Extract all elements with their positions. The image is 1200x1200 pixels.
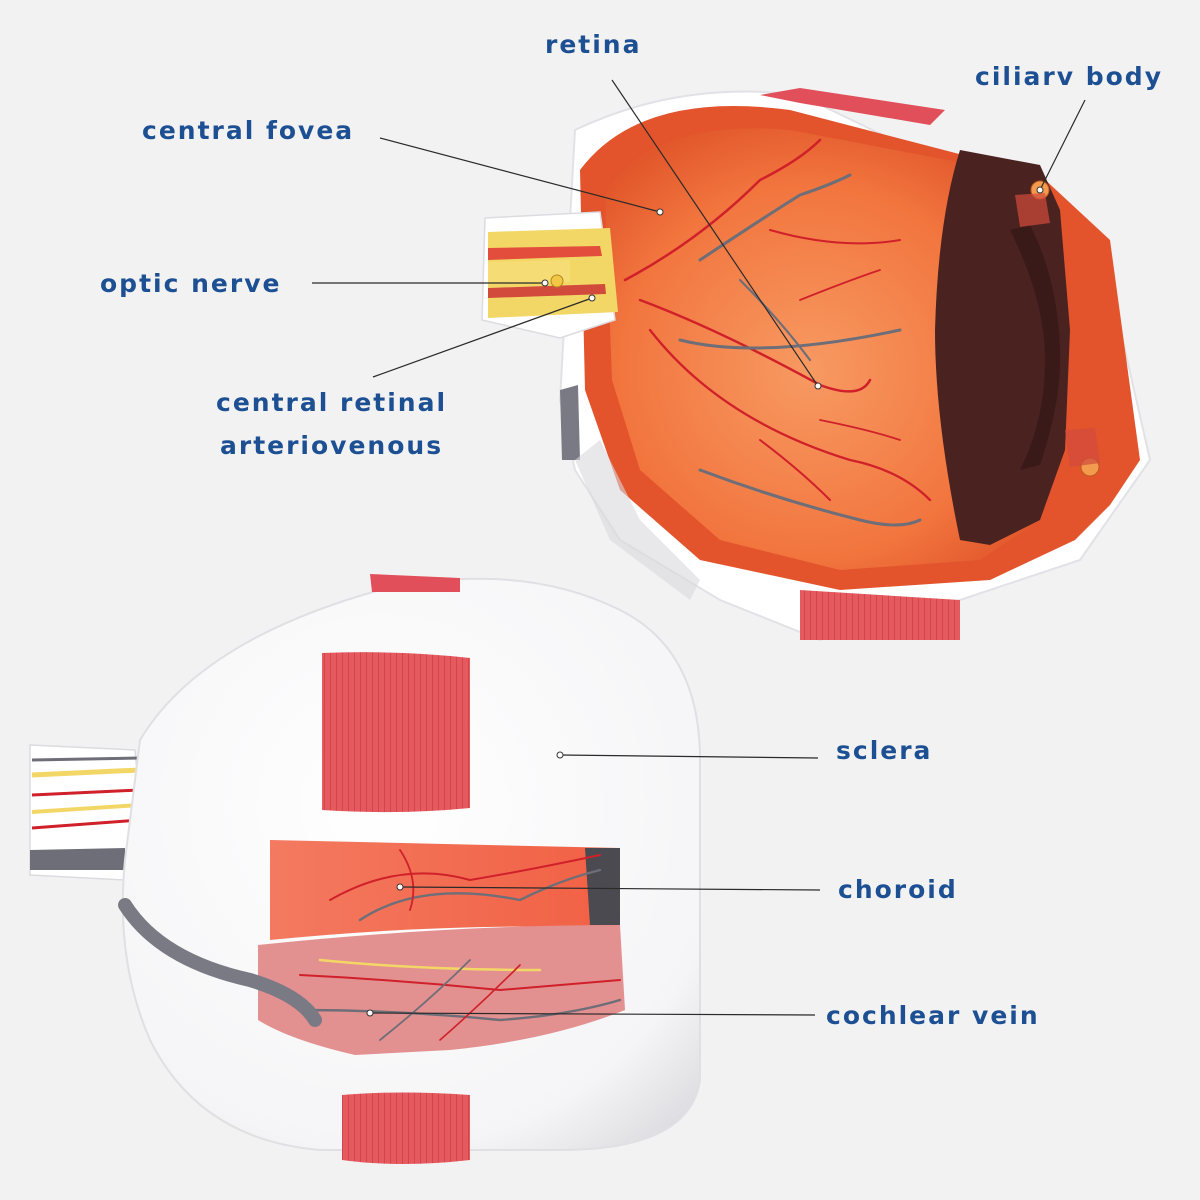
central-retinal-label: central retinal [216,388,448,417]
retina-label: retina [545,30,642,59]
ciliary-body-leader [1039,99,1086,191]
ciliary-body-label: ciliarv body [975,62,1163,91]
choroid-label: choroid [838,875,958,904]
cochlear-window [258,925,625,1055]
central-retinal-leader [372,297,593,378]
sclera-leader [559,754,819,759]
ciliary-body-pointer [1036,186,1044,194]
central-retinal-pointer [588,294,596,302]
sclera-label: sclera [836,736,933,765]
cochlear-vein-label: cochlear vein [826,1001,1040,1030]
sectioned-eye [481,88,1152,642]
arteriovenous-label: arteriovenous [220,431,444,460]
whole-eyeball [29,574,701,1164]
lower-muscle [342,1092,470,1164]
central-fovea-pointer [656,208,664,216]
retinal-vessels [623,138,932,527]
upper-muscle [322,652,470,813]
optic-nerve-pointer [541,279,549,287]
optic-nerve-label: optic nerve [100,269,282,298]
choroid-window [270,840,620,940]
central-fovea-label: central fovea [142,116,355,145]
cochlear-vein-pointer [366,1009,374,1017]
retina-pointer [814,382,822,390]
cochlear-vein-leader [369,1012,816,1016]
retina-leader [611,79,819,387]
central-fovea-leader [379,137,661,213]
sclera-pointer [556,751,564,759]
choroid-leader [399,886,821,891]
leader-lines [312,79,1086,1017]
choroid-pointer [396,883,404,891]
